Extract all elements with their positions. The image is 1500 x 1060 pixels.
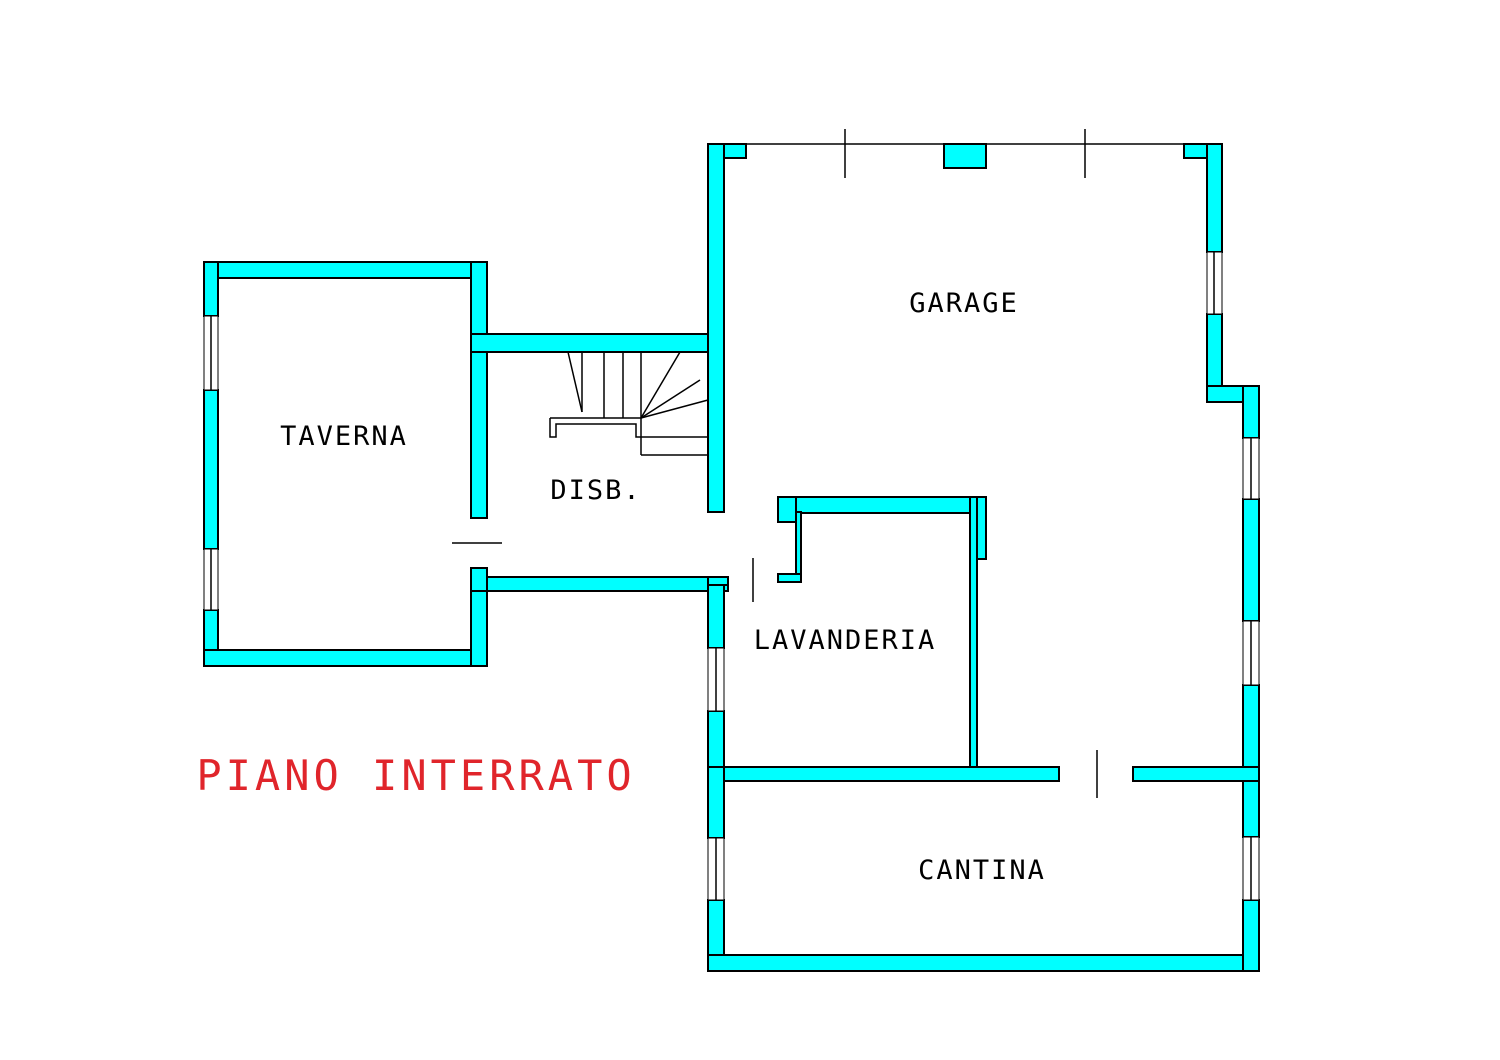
- wall-lav-corner: [707, 576, 729, 586]
- garage-walls: [707, 143, 1260, 838]
- wall-divider-right: [1132, 766, 1260, 782]
- cantina-divider: [707, 766, 1260, 782]
- wall-disb-bottom: [470, 576, 729, 592]
- wall-garage-right-lower: [1242, 498, 1260, 622]
- lavanderia-walls: [707, 496, 987, 782]
- wall-taverna-bottom: [203, 649, 488, 667]
- wall-divider-left: [707, 766, 1060, 782]
- wall-taverna-left-upper: [203, 261, 219, 317]
- room-label-taverna: TAVERNA: [280, 421, 408, 452]
- wall-cantina-right-lower: [1242, 899, 1260, 972]
- room-label-cantina: CANTINA: [918, 855, 1046, 886]
- wall-lav-left-stub: [777, 496, 797, 523]
- taverna-walls: [203, 261, 488, 667]
- wall-lav-left-hook: [795, 511, 802, 583]
- wall-cantina-left-upper: [707, 766, 725, 839]
- wall-disb-bottom-lip: [470, 567, 488, 592]
- disb-walls: [470, 333, 729, 592]
- wall-lav-left-upper: [707, 581, 725, 649]
- wall-garage-right-upper: [1206, 143, 1223, 253]
- room-label-lavanderia: LAVANDERIA: [754, 625, 937, 656]
- room-label-garage: GARAGE: [909, 288, 1019, 319]
- cantina-walls: [707, 766, 1260, 972]
- wall-taverna-top: [203, 261, 488, 279]
- plan-title: PIANO INTERRATO: [196, 751, 635, 800]
- staircase: [549, 351, 709, 456]
- wall-lav-left-foot: [777, 573, 802, 583]
- wall-garage-right-bottom: [1242, 684, 1260, 838]
- wall-lav-right: [969, 496, 978, 768]
- wall-disb-top: [470, 333, 725, 353]
- wall-garage-right-step: [1242, 385, 1260, 439]
- wall-lav-top: [777, 496, 987, 514]
- wall-taverna-left-mid: [203, 389, 219, 550]
- pillar-garage: [943, 143, 987, 169]
- room-label-disb: DISB.: [550, 475, 641, 506]
- wall-cantina-bottom: [707, 954, 1260, 972]
- wall-garage-left: [707, 143, 725, 513]
- wall-taverna-right-upper: [470, 261, 488, 519]
